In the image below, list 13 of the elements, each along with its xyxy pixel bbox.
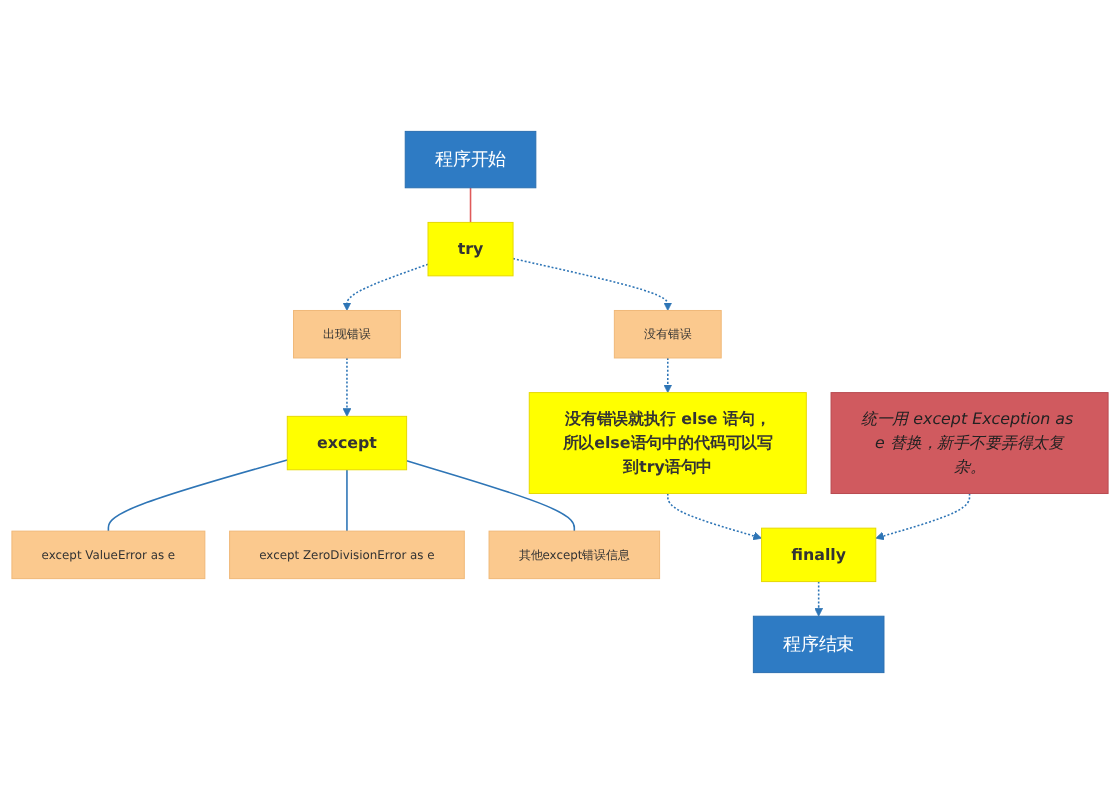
arrow [663,357,673,393]
arrow [667,492,762,541]
arrow [342,357,352,417]
connector [346,469,348,532]
node-box: 程序结束 [752,615,885,674]
node-box: 程序开始 [404,130,537,189]
arrow [342,263,429,311]
arrow [875,492,971,541]
arrow [814,580,824,617]
connector [107,459,289,532]
connector [405,460,576,532]
arrow [512,257,673,311]
connector [469,187,472,224]
